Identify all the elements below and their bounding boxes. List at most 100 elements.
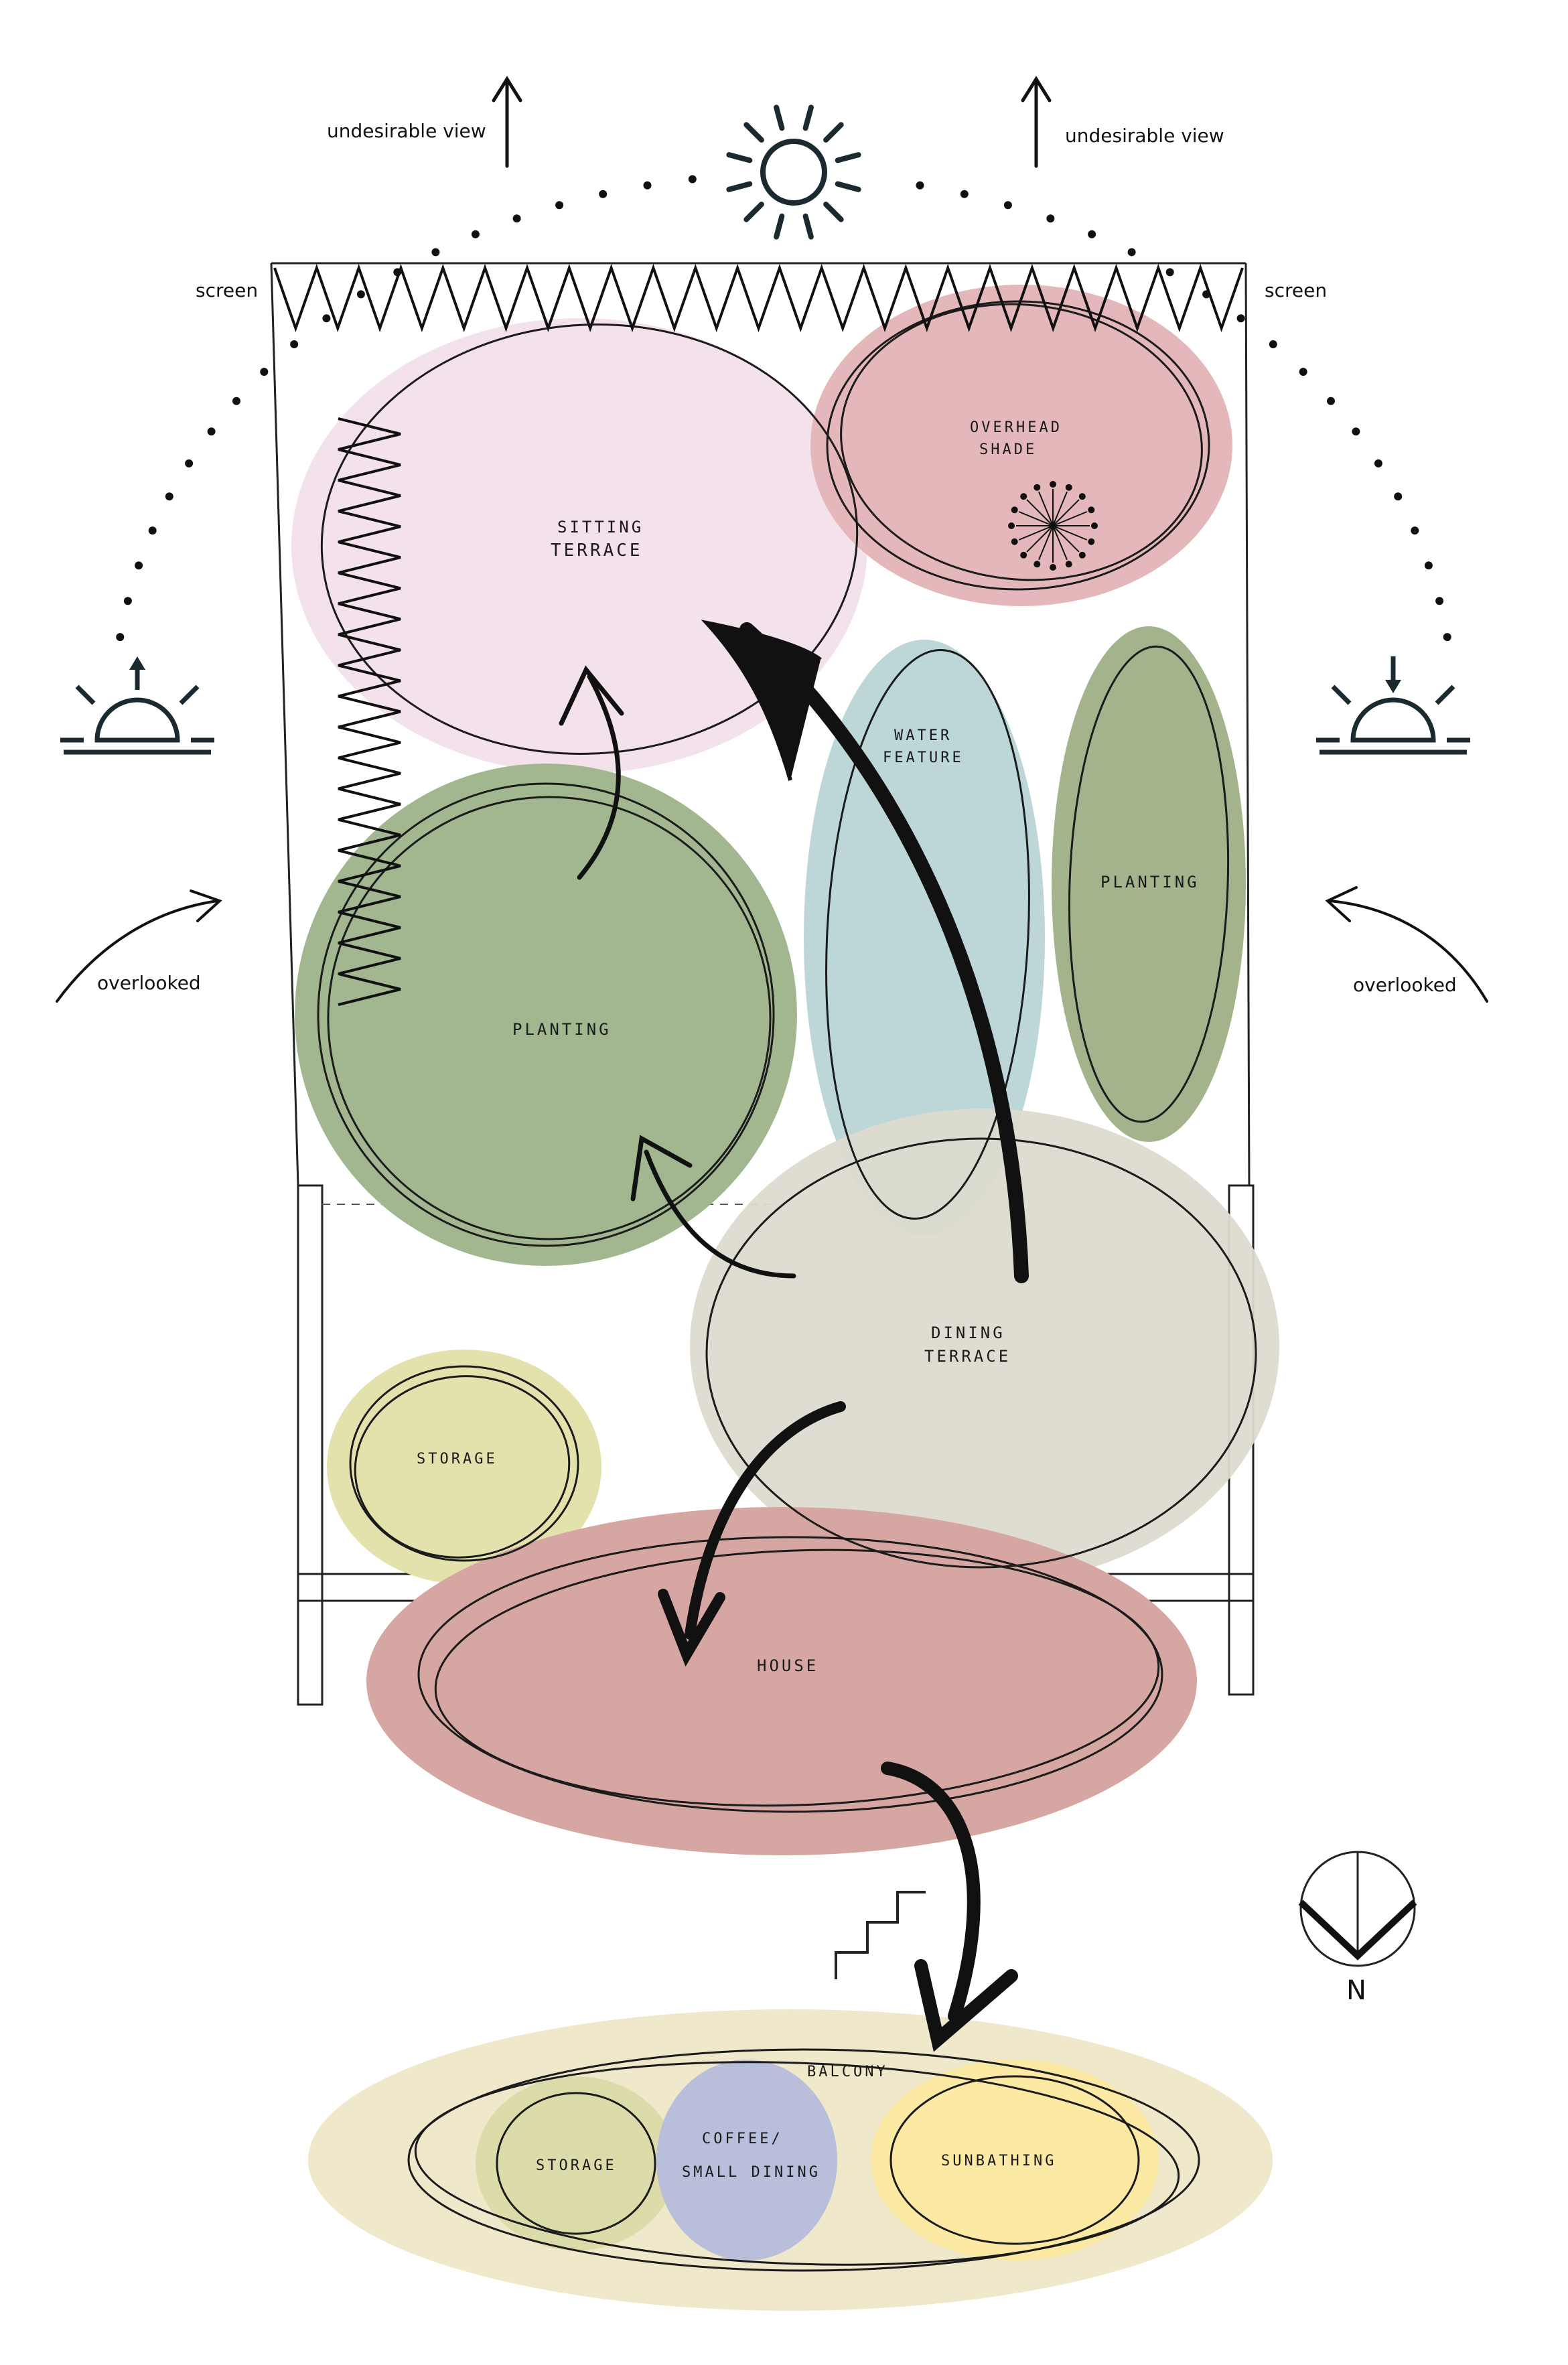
parasol-dot	[1091, 522, 1098, 529]
parasol-spoke	[1026, 525, 1054, 553]
sun-path-dot	[1003, 201, 1012, 210]
sitting-terrace-label-2: TERRACE	[551, 541, 643, 561]
screen-right-label: screen	[1265, 279, 1327, 301]
north-compass-icon	[1298, 1851, 1417, 1967]
storage-label: STORAGE	[417, 1451, 498, 1467]
parasol-dot	[1088, 538, 1095, 545]
sun-path-dot	[165, 492, 173, 501]
coffee-dining-label-2: SMALL DINING	[682, 2164, 821, 2181]
sun-ray	[726, 181, 753, 192]
zones	[291, 285, 1279, 2311]
undesirable-view-left-arrow	[492, 76, 522, 168]
sitting-terrace-zone	[291, 318, 867, 774]
parasol-spoke	[1038, 491, 1054, 526]
circulation-arrows	[559, 620, 1029, 2052]
sun-ray	[774, 213, 785, 240]
sun-path-dot	[1327, 397, 1335, 405]
sun-path-dot	[135, 561, 143, 570]
stairs-icon	[835, 1891, 926, 1979]
sun-path-dot	[1127, 248, 1136, 257]
undesirable-view-right-label: undesirable view	[1065, 125, 1224, 147]
storage-zone	[327, 1350, 601, 1584]
sun-icon	[726, 104, 861, 240]
sun-path-dot	[185, 459, 194, 468]
sun-path-dot	[290, 340, 299, 348]
sun-ray	[802, 104, 814, 131]
parasol-dot	[1050, 564, 1056, 571]
sun-path-dot	[1299, 368, 1307, 376]
arrow-dining-to-planting	[644, 1149, 796, 1279]
overlooked-right-label: overlooked	[1353, 974, 1457, 996]
parasol-dot	[1008, 522, 1015, 529]
sun-path-dot	[123, 597, 132, 605]
sun-path-dot	[1443, 633, 1451, 642]
sun-path	[116, 175, 1451, 642]
arrow-planting-to-sitting	[577, 674, 621, 880]
parasol-spoke	[1052, 511, 1088, 526]
coffee-dining-label-1: COFFEE/	[702, 2131, 783, 2147]
planting-right-label: PLANTING	[1100, 873, 1200, 891]
sun-path-dot	[471, 230, 480, 238]
sun-path-dot	[431, 248, 440, 257]
undesirable-view-left-label: undesirable view	[327, 120, 486, 142]
house-zone	[366, 1507, 1197, 1855]
screen-zigzag-left	[338, 417, 401, 1006]
sun-ray	[823, 202, 844, 222]
parasol-spoke	[1052, 499, 1080, 526]
sun-path-dot	[960, 190, 969, 198]
parasol-dot	[1078, 493, 1086, 500]
screen-left-label: screen	[196, 279, 258, 301]
parasol-dot	[1011, 506, 1018, 514]
dining-terrace-label-2: TERRACE	[924, 1347, 1011, 1366]
sun-path-dot	[643, 181, 652, 190]
sun-ray	[774, 104, 785, 131]
coffee-dining-zone	[656, 2060, 837, 2261]
sitting-terrace-label-1: SITTING	[557, 518, 644, 536]
overlooked-left-label: overlooked	[97, 972, 201, 994]
parasol-dot	[1011, 538, 1018, 545]
dining-terrace-label-1: DINING	[931, 1323, 1005, 1342]
sun-path-dot	[232, 397, 240, 405]
overhead-shade-zone	[810, 285, 1232, 606]
sun-path-dot	[1046, 214, 1055, 223]
sun-path-dot	[1435, 597, 1444, 605]
sun-ray	[835, 181, 861, 192]
water-feature-zone	[804, 640, 1045, 1236]
parasol-spoke	[1052, 525, 1068, 561]
sunset-icon	[1316, 656, 1470, 755]
parasol-dot	[1088, 506, 1095, 514]
parasol-dot	[1065, 484, 1072, 491]
sunbathing-zone	[871, 2060, 1159, 2261]
parasol-spoke	[1052, 525, 1088, 541]
sun-ray	[743, 122, 764, 143]
sun-ray	[835, 152, 861, 163]
sun-ray	[802, 213, 814, 240]
overlooked-left-arrow	[56, 889, 222, 1003]
parasol-dot	[1034, 561, 1041, 568]
arrow-house-to-balcony	[881, 1762, 981, 2023]
balcony-label: BALCONY	[807, 2064, 888, 2080]
dining-terrace-zone	[690, 1108, 1279, 1584]
sun-ray	[726, 152, 753, 163]
sun-path-dot	[1165, 268, 1174, 277]
arrow-dining-to-sitting	[739, 622, 1029, 1283]
sun-path-dot	[116, 633, 125, 642]
north-label: N	[1346, 1975, 1366, 2006]
screen-zigzag-top	[273, 263, 1244, 333]
water-feature-label-1: WATER	[894, 727, 952, 744]
sun-path-dot	[1394, 492, 1403, 501]
sun-path-dot	[555, 201, 564, 210]
sun-path-dot	[512, 214, 521, 223]
sketch-outlines	[317, 300, 1257, 2272]
balcony-storage-label: STORAGE	[536, 2157, 617, 2174]
parasol-spoke	[1026, 499, 1054, 526]
sun-path-dot	[1424, 561, 1433, 570]
sun-path-dot	[148, 526, 157, 535]
house-label: HOUSE	[757, 1656, 818, 1675]
sun-path-dot	[1269, 340, 1277, 348]
sun-path-dot	[356, 290, 365, 299]
parasol-spoke	[1052, 491, 1068, 526]
parasol-dot	[1050, 481, 1056, 488]
sun-ray	[823, 122, 844, 143]
